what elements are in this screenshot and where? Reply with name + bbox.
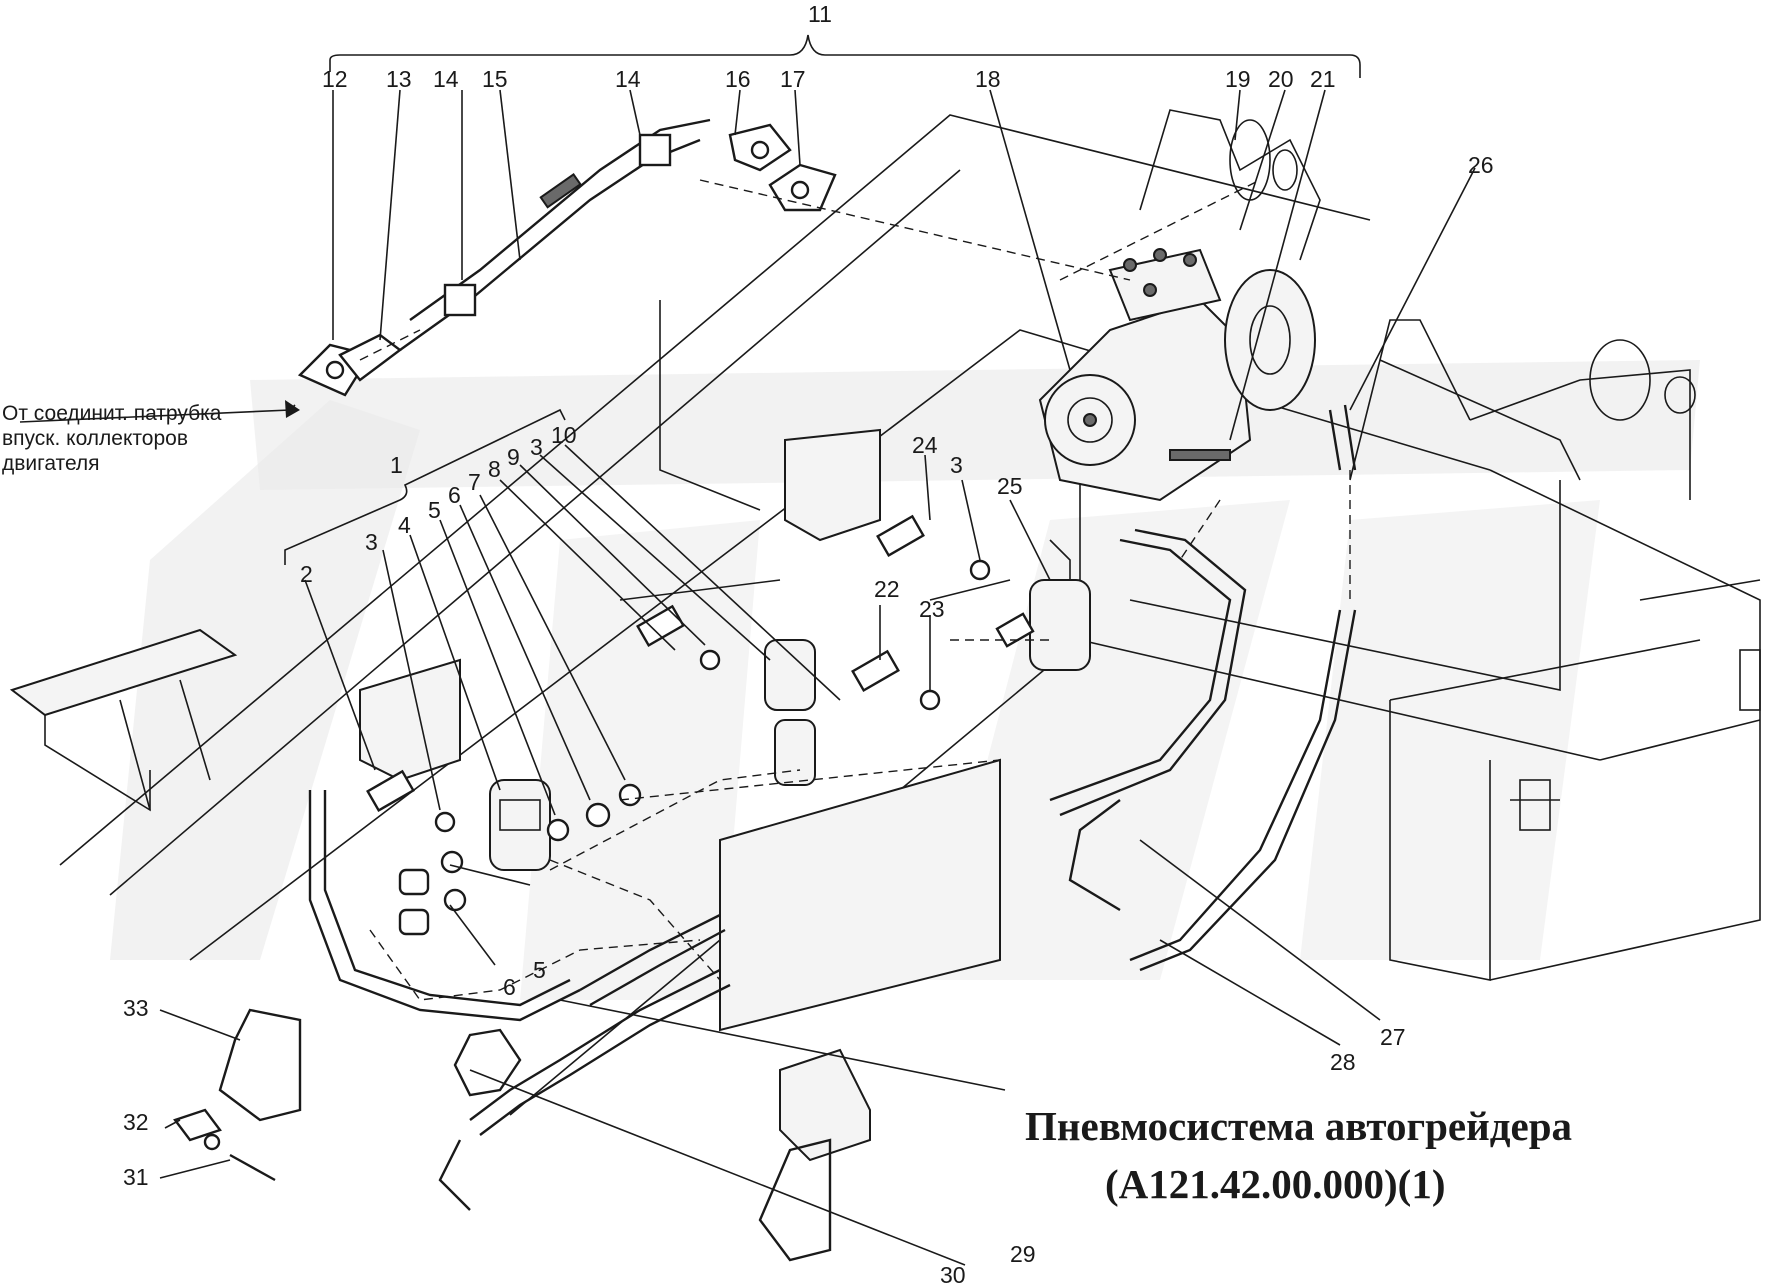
valves [489, 539, 1091, 871]
callout-10: 10 [551, 422, 577, 448]
callout-7: 7 [468, 469, 481, 495]
callout-32: 32 [123, 1109, 149, 1135]
callout-5-bottom: 5 [533, 957, 546, 983]
main-frame [9, 109, 1761, 1162]
leader-lines [19, 89, 1476, 1266]
callout-28: 28 [1330, 1049, 1356, 1075]
callout-22: 22 [874, 576, 900, 602]
callout-3-middle: 3 [530, 434, 543, 460]
callout-16: 16 [725, 66, 751, 92]
callout-11: 11 [808, 1, 832, 27]
callout-8: 8 [488, 456, 501, 482]
callout-15: 15 [482, 66, 508, 92]
source-note: От соединит. патрубка впуск. коллекторов… [2, 402, 222, 475]
callout-26: 26 [1468, 152, 1494, 178]
watermark-logo [110, 360, 1700, 1000]
callout-17: 17 [780, 66, 806, 92]
callout-6-bottom: 6 [503, 974, 516, 1000]
callout-12: 12 [322, 66, 348, 92]
callout-14-right: 14 [615, 66, 641, 92]
callout-31: 31 [123, 1164, 149, 1190]
title-line-1: Пневмосистема автогрейдера [1025, 1103, 1572, 1149]
callout-23: 23 [919, 596, 945, 622]
callout-1: 1 [390, 452, 403, 478]
callout-25: 25 [997, 473, 1023, 499]
brackets [284, 34, 1361, 565]
callout-9: 9 [507, 444, 520, 470]
note-line-1: От соединит. патрубка [2, 402, 222, 425]
title-line-2: (А121.42.00.000)(1) [1105, 1161, 1445, 1207]
callout-5-top: 5 [428, 497, 441, 523]
callout-6-top: 6 [448, 482, 461, 508]
hoses [308, 404, 1357, 1211]
callout-19: 19 [1225, 66, 1251, 92]
callout-29: 29 [1010, 1241, 1036, 1267]
callout-24: 24 [912, 432, 938, 458]
callout-3-left: 3 [365, 529, 378, 555]
callouts: 11 12 13 14 15 14 16 17 18 19 20 21 26 1… [123, 1, 1494, 1285]
assembly-lines [359, 179, 1351, 1001]
callout-4: 4 [398, 512, 411, 538]
callout-13: 13 [386, 66, 412, 92]
callout-21: 21 [1310, 66, 1336, 92]
diagram-title: Пневмосистема автогрейдера (А121.42.00.0… [1025, 1103, 1572, 1207]
callout-18: 18 [975, 66, 1001, 92]
callout-20: 20 [1268, 66, 1294, 92]
callout-2: 2 [300, 561, 313, 587]
callout-27: 27 [1380, 1024, 1406, 1050]
clamps [173, 1008, 832, 1262]
callout-14-left: 14 [433, 66, 459, 92]
intake-pipe-assembly [297, 118, 837, 397]
callout-33: 33 [123, 995, 149, 1021]
callout-30: 30 [940, 1262, 966, 1285]
callout-3-right: 3 [950, 452, 963, 478]
note-line-3: двигателя [2, 452, 100, 475]
note-line-2: впуск. коллекторов [2, 427, 188, 450]
